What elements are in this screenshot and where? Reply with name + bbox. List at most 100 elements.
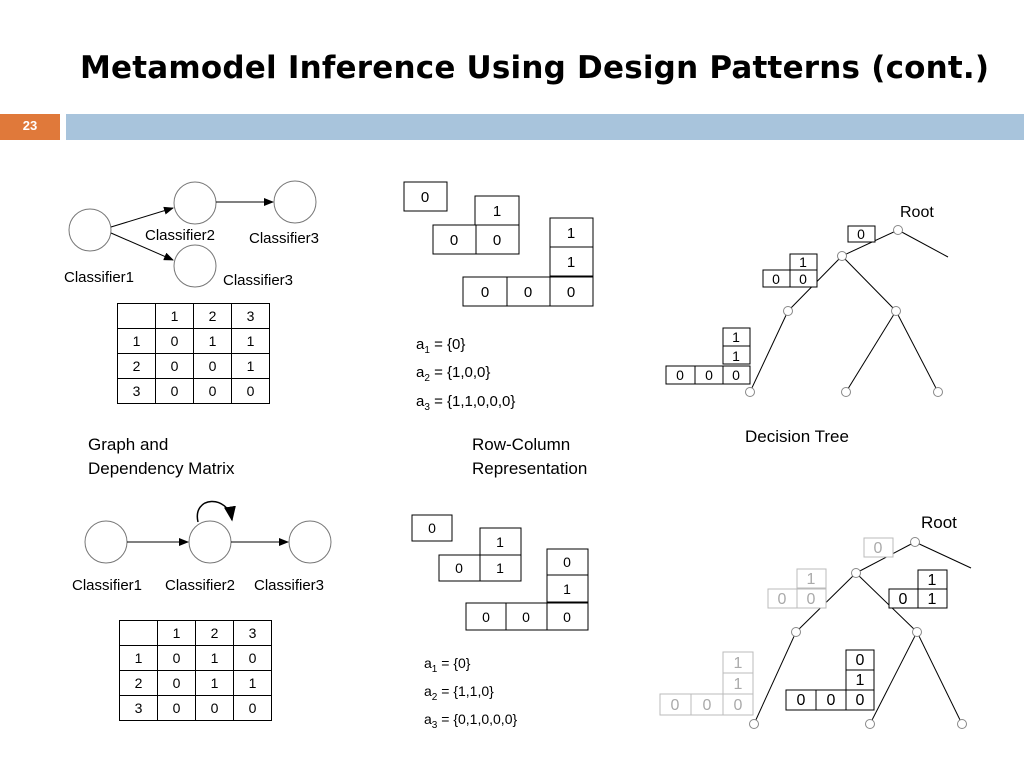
tree-value: 1	[732, 329, 740, 345]
rc-value: 1	[567, 254, 575, 271]
matrix-row: 3 0 0 0	[119, 695, 272, 721]
dependency-matrix-bottom: 1 2 3 1 0 1 0 2 0 1 1 3 0 0 0	[119, 620, 272, 721]
matrix-cell: 1	[195, 645, 234, 671]
matrix-cell: 3	[117, 378, 156, 404]
self-loop-edge	[196, 500, 236, 523]
matrix-row: 3 0 0 0	[117, 378, 270, 404]
rc-cell	[438, 554, 481, 582]
rc-value: 0	[421, 189, 429, 206]
tree-node	[749, 719, 759, 729]
tree-value: 0	[778, 591, 787, 608]
matrix-cell: 0	[231, 378, 270, 404]
tree-value: 0	[856, 692, 865, 709]
matrix-cell: 0	[155, 378, 194, 404]
tree-node	[841, 387, 851, 397]
rc-cell	[506, 276, 551, 307]
rc-cell	[549, 217, 594, 248]
matrix-row: 2 0 1 1	[119, 670, 272, 696]
matrix-row: 1 0 1 1	[117, 328, 270, 354]
rc-value: 0	[455, 560, 463, 576]
rc-value: 0	[522, 609, 530, 625]
edge-1-3b	[110, 232, 174, 261]
equation-a1: a1 = {0}	[416, 336, 466, 356]
tree-value: 1	[799, 254, 807, 270]
bottom-tree-grey-values: 0 1 0 0 1 1 0 0 0	[671, 540, 883, 714]
rc-value: 1	[567, 225, 575, 242]
tree-node	[837, 251, 847, 261]
bottom-tree-nodes	[749, 537, 967, 729]
matrix-cell: 0	[157, 670, 196, 696]
edge-1-2	[110, 206, 174, 228]
tree-node	[912, 627, 922, 637]
matrix-cell: 0	[155, 353, 194, 379]
tree-node	[851, 568, 861, 578]
tree-value: 0	[857, 226, 865, 242]
tree-value: 1	[928, 591, 937, 608]
slide-number: 23	[0, 114, 60, 140]
rc-value: 1	[496, 560, 504, 576]
tree-node	[957, 719, 967, 729]
bottom-tree-values: 1 0 1 0 1 0 0 0	[797, 572, 937, 709]
tree-value: 0	[899, 591, 908, 608]
equation-a3: a3 = {0,1,0,0,0}	[424, 711, 518, 731]
equation-a2: a2 = {1,0,0}	[416, 364, 491, 384]
matrix-cell: 1	[157, 620, 196, 646]
tree-value: 1	[856, 672, 865, 689]
top-graph: Classifier1 Classifier2 Classifier3 Clas…	[64, 180, 319, 289]
header-bar	[66, 114, 1024, 140]
node-classifier1	[68, 208, 112, 252]
matrix-row: 2 0 0 1	[117, 353, 270, 379]
matrix-cell: 0	[157, 695, 196, 721]
matrix-cell: 0	[233, 695, 272, 721]
matrix-cell: 2	[195, 620, 234, 646]
tree-value: 0	[732, 367, 740, 383]
label-classifier2: Classifier2	[165, 577, 235, 594]
matrix-cell: 0	[193, 353, 232, 379]
rc-caption-line2: Representation	[472, 459, 588, 478]
tree-value: 0	[856, 652, 865, 669]
rc-caption: Row-Column Representation	[472, 433, 587, 481]
label-classifier2: Classifier2	[145, 227, 215, 244]
tree-root-label: Root	[921, 513, 957, 532]
tree-value: 1	[734, 676, 743, 693]
label-classifier1: Classifier1	[72, 577, 142, 594]
rc-value: 0	[482, 609, 490, 625]
tree-value: 0	[797, 692, 806, 709]
top-tree-edges	[749, 229, 949, 393]
rc-cell	[546, 574, 589, 603]
rc-value: 0	[567, 284, 575, 301]
matrix-cell: 3	[233, 620, 272, 646]
graph-caption-line2: Dependency Matrix	[88, 459, 235, 478]
dependency-matrix-top: 1 2 3 1 0 1 1 2 0 0 1 3 0 0 0	[117, 303, 270, 404]
matrix-cell: 1	[155, 303, 194, 329]
top-rc-values: 0 1 0 0 1 1 0 0 0	[421, 189, 575, 301]
rc-value: 0	[524, 284, 532, 301]
matrix-cell: 2	[119, 670, 158, 696]
tree-value: 0	[671, 697, 680, 714]
tree-value: 1	[928, 572, 937, 589]
rc-cell	[549, 276, 594, 307]
tree-value: 0	[772, 271, 780, 287]
matrix-cell: 0	[193, 378, 232, 404]
tree-node	[783, 306, 793, 316]
equation-a1: a1 = {0}	[424, 655, 471, 675]
matrix-header-row: 1 2 3	[117, 303, 270, 329]
top-row-column	[403, 181, 594, 307]
rc-cell	[479, 554, 522, 582]
bottom-tree-cells	[785, 569, 948, 711]
matrix-cell: 1	[233, 670, 272, 696]
rc-value: 0	[428, 520, 436, 536]
matrix-cell: 2	[117, 353, 156, 379]
node-classifier3b	[173, 244, 217, 288]
node-classifier2	[173, 181, 217, 225]
tree-value: 1	[734, 655, 743, 672]
matrix-cell	[119, 620, 158, 646]
rc-value: 1	[563, 581, 571, 597]
graph-caption-line1: Graph and	[88, 435, 169, 454]
matrix-cell: 0	[155, 328, 194, 354]
tree-node	[791, 627, 801, 637]
matrix-row: 1 0 1 0	[119, 645, 272, 671]
top-tree-values: 0 1 0 0 1 1 0 0 0	[676, 226, 865, 383]
tree-value: 0	[807, 591, 816, 608]
matrix-cell: 3	[231, 303, 270, 329]
